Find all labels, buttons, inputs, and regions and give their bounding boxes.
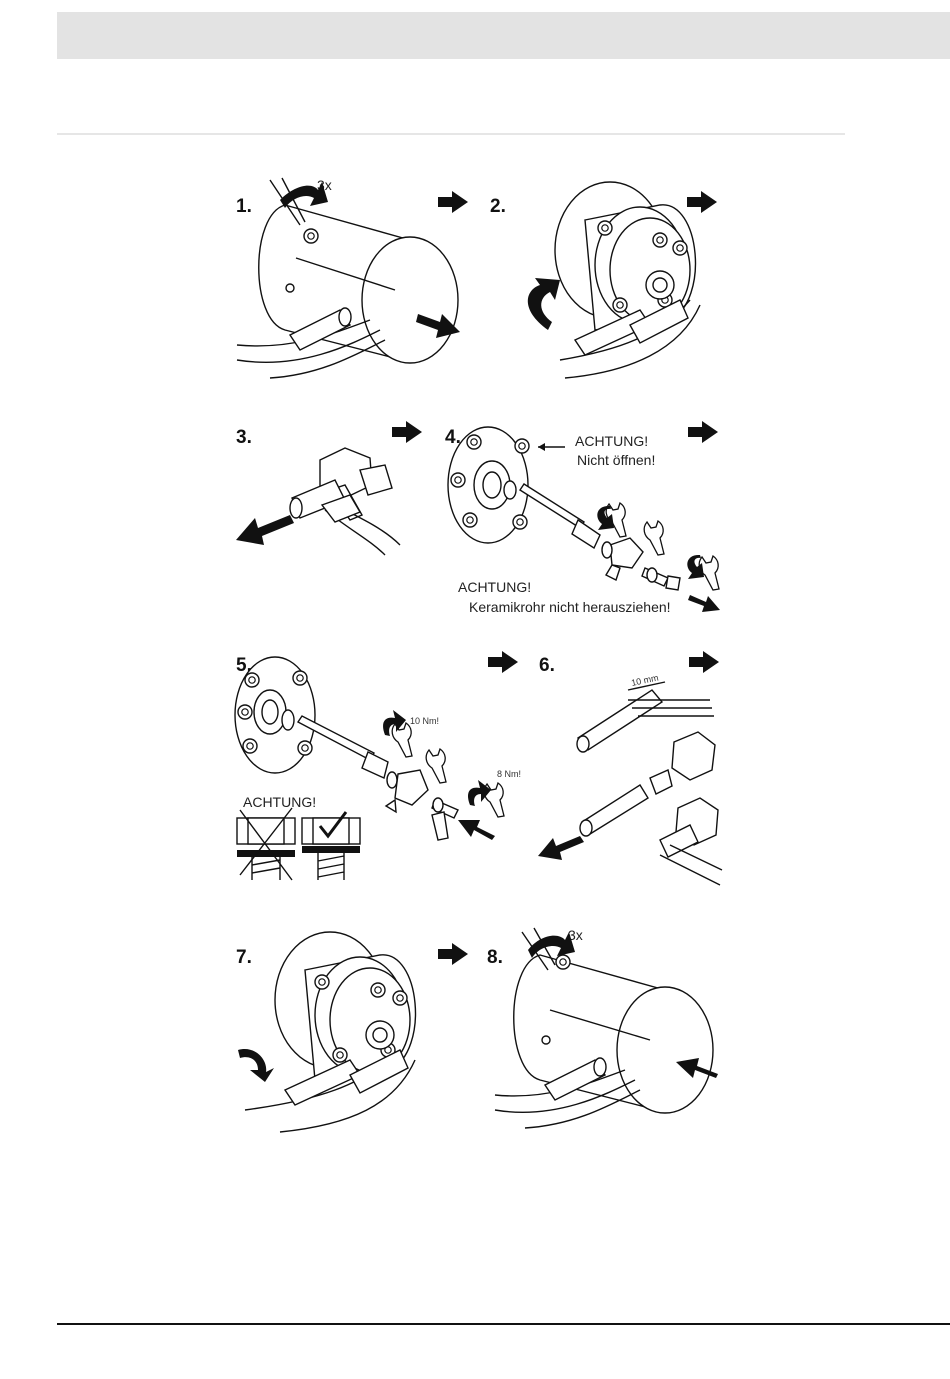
- arrow-right-icon: [392, 421, 422, 443]
- step-3-panel: 3.: [236, 421, 422, 555]
- step-1-panel: 1. 3x: [236, 177, 468, 378]
- correct-example: [302, 812, 360, 880]
- warning-title: ACHTUNG!: [458, 579, 531, 595]
- step-number: 3.: [236, 427, 252, 448]
- incorrect-example: [237, 808, 295, 880]
- step-number: 2.: [490, 196, 506, 217]
- torque-label: 8 Nm!: [497, 769, 521, 779]
- step-5-panel: 5. 10 Nm! 8 Nm! ACHTUNG!: [235, 651, 521, 880]
- arrow-right-icon: [687, 191, 717, 213]
- arrow-right-icon: [438, 191, 468, 213]
- step-6-panel: 6. 10 mm: [538, 651, 722, 885]
- step-number: 1.: [236, 196, 252, 217]
- step-number: 6.: [539, 655, 555, 676]
- torque-label: 10 Nm!: [410, 716, 439, 726]
- warning-text: Keramikrohr nicht herausziehen!: [469, 599, 671, 615]
- arrow-right-icon: [688, 421, 718, 443]
- step-4-panel: 4. ACHTUNG! Nicht öffnen! ACHTUNG! Keram…: [445, 421, 720, 615]
- arrow-right-icon: [689, 651, 719, 673]
- warning-title: ACHTUNG!: [243, 794, 316, 810]
- warning-text: Nicht öffnen!: [577, 452, 655, 468]
- arrow-right-icon: [438, 943, 468, 965]
- footer-rule: [57, 1323, 950, 1325]
- step-7-panel: 7.: [236, 932, 468, 1132]
- step-number: 8.: [487, 947, 503, 968]
- arrow-right-icon: [488, 651, 518, 673]
- step-number: 7.: [236, 947, 252, 968]
- step-8-panel: 8. 3x: [487, 927, 718, 1128]
- warning-title: ACHTUNG!: [575, 433, 648, 449]
- measure-label: 10 mm: [630, 672, 659, 688]
- step-2-panel: 2.: [490, 182, 717, 378]
